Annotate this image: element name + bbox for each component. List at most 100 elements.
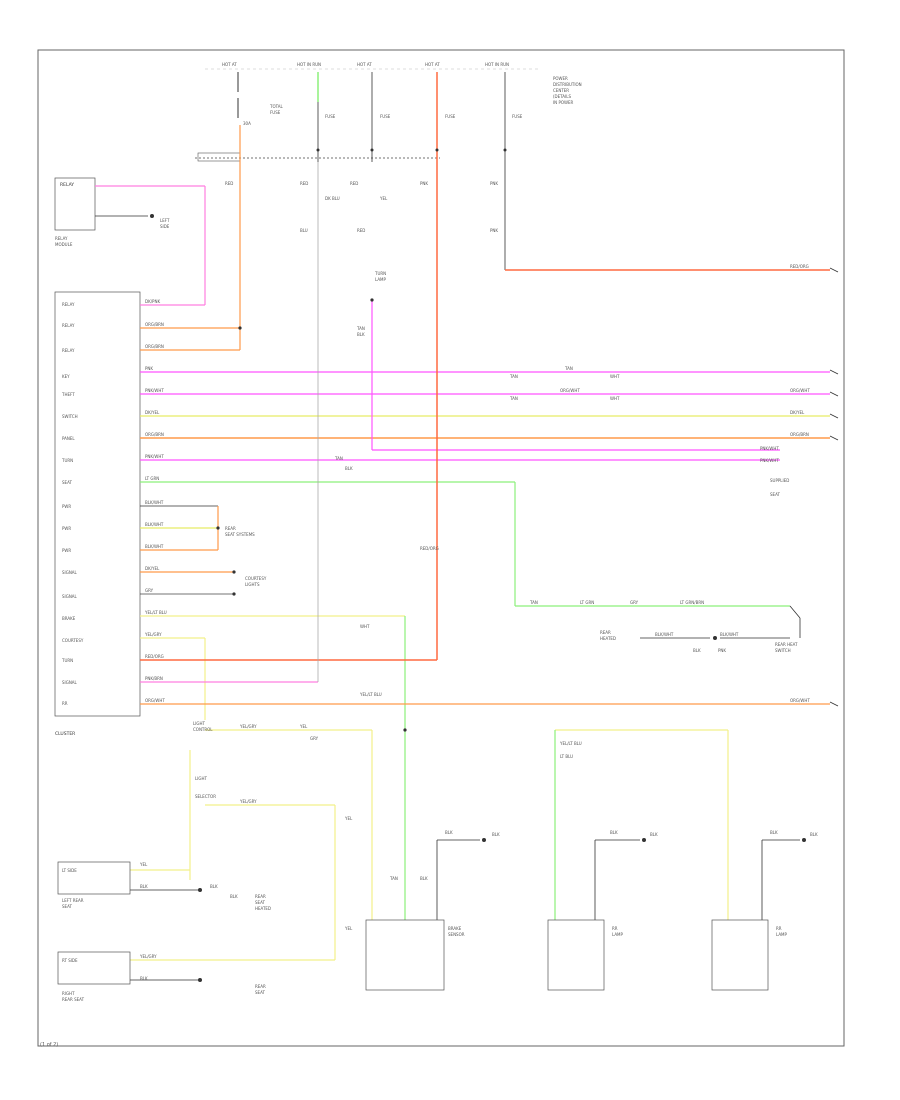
svg-text:LT SIDE: LT SIDE	[62, 868, 77, 873]
svg-text:TAN: TAN	[529, 600, 538, 605]
svg-text:RELAY: RELAY	[62, 348, 75, 353]
svg-text:YEL/GRY: YEL/GRY	[144, 632, 162, 637]
svg-text:TOTAL: TOTAL	[269, 104, 283, 109]
svg-text:FUSE: FUSE	[325, 114, 336, 119]
svg-text:DK BLU: DK BLU	[325, 196, 340, 201]
svg-text:BLK: BLK	[693, 648, 701, 653]
svg-text:REAR: REAR	[225, 526, 236, 531]
svg-text:THEFT: THEFT	[61, 392, 75, 397]
svg-text:HEATED: HEATED	[600, 636, 616, 641]
svg-text:YEL: YEL	[139, 862, 148, 867]
svg-text:BLK/WHT: BLK/WHT	[145, 522, 164, 527]
svg-text:HOT AT: HOT AT	[357, 62, 372, 67]
svg-text:SELECTOR: SELECTOR	[195, 794, 216, 799]
svg-text:BLK: BLK	[230, 894, 238, 899]
svg-text:TURN: TURN	[61, 658, 73, 663]
svg-text:TURN: TURN	[374, 271, 386, 276]
svg-text:RELAY: RELAY	[62, 302, 75, 307]
svg-text:PNK: PNK	[718, 648, 726, 653]
svg-text:SWITCH: SWITCH	[62, 414, 78, 419]
svg-text:YEL: YEL	[344, 816, 353, 821]
svg-text:LT BLU: LT BLU	[560, 754, 573, 759]
svg-text:RED/ORG: RED/ORG	[145, 654, 164, 659]
svg-text:FUSE: FUSE	[380, 114, 391, 119]
svg-text:YEL/GRY: YEL/GRY	[239, 799, 257, 804]
svg-text:BLK: BLK	[610, 830, 618, 835]
svg-text:PNK: PNK	[145, 366, 153, 371]
svg-text:WHT: WHT	[610, 374, 620, 379]
svg-text:SIGNAL: SIGNAL	[62, 570, 78, 575]
svg-text:DK/YEL: DK/YEL	[790, 410, 805, 415]
svg-text:BLK: BLK	[420, 876, 428, 881]
svg-text:LEFT: LEFT	[160, 218, 170, 223]
svg-text:PNK/BRN: PNK/BRN	[145, 676, 163, 681]
svg-text:ORG/BRN: ORG/BRN	[145, 432, 164, 437]
svg-text:PNK: PNK	[490, 181, 498, 186]
svg-text:DK/PNK: DK/PNK	[145, 299, 160, 304]
svg-text:GRY: GRY	[310, 736, 319, 741]
svg-text:SEAT: SEAT	[255, 900, 265, 905]
svg-text:TAN: TAN	[389, 876, 398, 881]
svg-text:HOT AT: HOT AT	[222, 62, 237, 67]
svg-text:TAN: TAN	[509, 374, 518, 379]
svg-text:RT SIDE: RT SIDE	[62, 958, 78, 963]
svg-text:PNK/WHT: PNK/WHT	[760, 446, 779, 451]
svg-text:SEAT: SEAT	[62, 480, 72, 485]
svg-text:LT GRN: LT GRN	[580, 600, 594, 605]
footer-caption: (1 of 2)	[40, 1042, 59, 1048]
svg-text:REAR: REAR	[255, 894, 266, 899]
svg-text:YEL: YEL	[344, 926, 353, 931]
svg-text:SIGNAL: SIGNAL	[62, 594, 78, 599]
lower-components	[57, 838, 806, 991]
svg-text:BLK/WHT: BLK/WHT	[720, 632, 739, 637]
svg-text:RR: RR	[62, 701, 68, 706]
svg-text:ORG/WHT: ORG/WHT	[145, 698, 165, 703]
svg-text:RED/ORG: RED/ORG	[420, 546, 439, 551]
svg-text:SIDE: SIDE	[160, 224, 170, 229]
svg-text:YEL: YEL	[299, 724, 308, 729]
svg-text:PANEL: PANEL	[62, 436, 75, 441]
svg-text:PWR: PWR	[62, 504, 71, 509]
svg-text:WHT: WHT	[610, 396, 620, 401]
svg-text:CENTER: CENTER	[553, 88, 569, 93]
svg-text:ORG/BRN: ORG/BRN	[790, 432, 809, 437]
fuse-block	[195, 68, 540, 162]
svg-text:RELAY: RELAY	[62, 323, 75, 328]
svg-text:CONTROL: CONTROL	[193, 727, 213, 732]
svg-text:PNK/WHT: PNK/WHT	[145, 454, 164, 459]
svg-text:BRAKE: BRAKE	[448, 926, 462, 931]
svg-text:COURTESY: COURTESY	[62, 638, 84, 643]
svg-text:YEL/LT BLU: YEL/LT BLU	[559, 741, 582, 746]
svg-text:TAN: TAN	[509, 396, 518, 401]
svg-text:SEAT SYSTEMS: SEAT SYSTEMS	[225, 532, 255, 537]
right-edge-ticks	[829, 267, 839, 707]
svg-text:RED: RED	[300, 181, 308, 186]
svg-text:PNK/WHT: PNK/WHT	[145, 388, 164, 393]
svg-text:RED: RED	[357, 228, 365, 233]
svg-text:LT GRN/BRN: LT GRN/BRN	[680, 600, 704, 605]
svg-text:ORG/BRN: ORG/BRN	[145, 322, 164, 327]
svg-text:TAN: TAN	[564, 366, 573, 371]
cluster-label: CLUSTER	[55, 731, 75, 737]
svg-text:BRAKE: BRAKE	[62, 616, 76, 621]
svg-text:PNK: PNK	[420, 181, 428, 186]
svg-text:SEAT: SEAT	[255, 990, 265, 995]
svg-text:RED: RED	[350, 181, 358, 186]
svg-text:YEL/LT BLU: YEL/LT BLU	[144, 610, 167, 615]
svg-text:(DETAILS: (DETAILS	[553, 94, 571, 99]
svg-text:REAR: REAR	[255, 984, 266, 989]
svg-text:BLK: BLK	[650, 832, 658, 837]
svg-text:FUSE: FUSE	[512, 114, 523, 119]
svg-text:BLU: BLU	[300, 228, 308, 233]
svg-text:HOT AT: HOT AT	[425, 62, 440, 67]
svg-text:SUPPLIED: SUPPLIED	[770, 478, 789, 483]
splice-points	[216, 298, 407, 732]
svg-text:PNK: PNK	[490, 228, 498, 233]
svg-text:REAR: REAR	[600, 630, 611, 635]
svg-text:BLK: BLK	[140, 976, 148, 981]
cluster-wires	[140, 125, 830, 920]
